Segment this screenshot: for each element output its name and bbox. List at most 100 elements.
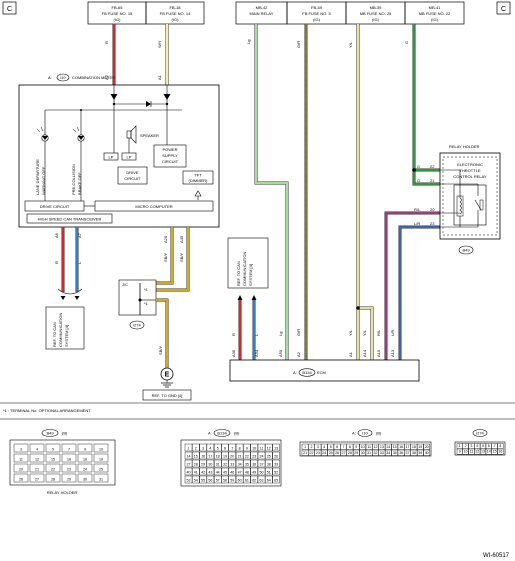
connector-pin: 13 [272,443,280,452]
connector-pin: 9 [243,443,251,452]
pin-number: 26 [335,451,339,455]
fuse-box-mb39: MB-39 MB FUSE NO. 25 (IG) [345,1,406,25]
connector-pin: 33 [228,459,237,468]
svg-text:CIRCUIT: CIRCUIT [124,176,141,181]
pin-number: 1 [304,445,306,449]
ref-can-box-meter: REF. TO CAN COMMUNICATION SYSTEM [4] [45,306,85,350]
pin-number: 14 [386,445,390,449]
svg-text:COMBINATION METER: COMBINATION METER [72,75,115,80]
connector-pin: 16 [497,448,504,455]
connector-view-b49: B49 (B) RELAY HOLDER [9,429,116,495]
svg-text:(B): (B) [376,431,382,436]
pin-number: 22 [51,468,55,472]
connector-pin: 10 [359,443,367,450]
connector-pin: 8 [346,443,354,450]
connector-pin: 30 [359,449,367,456]
connector-pin: 2 [308,443,315,450]
svg-text:RELAY HOLDER: RELAY HOLDER [449,144,480,149]
pin-number: 16 [201,455,205,459]
svg-text:(IG): (IG) [431,17,439,22]
connector-pin: 21 [29,463,45,473]
svg-text:i274: i274 [133,323,141,328]
svg-text:(IG): (IG) [313,17,321,22]
pin-number: 1 [459,444,461,448]
wire-ground-a40: A40 SB/Y [156,227,190,292]
pin-number: 58 [223,479,227,483]
pin-number: 10 [252,447,256,451]
connector-pin: 52 [272,467,280,476]
connector-pin: 23 [250,451,258,460]
connector-pin: 57 [213,475,222,484]
svg-text:i10: i10 [362,431,368,436]
pin-number: 16 [399,445,403,449]
pin-number: 24 [83,468,87,472]
svg-text:Y/L: Y/L [348,41,353,48]
pin-number: 45 [223,471,227,475]
svg-text:LP: LP [127,155,132,160]
connector-pin: 65 [272,475,280,484]
svg-text:*1: *1 [144,287,149,292]
svg-text:L/R: L/R [390,330,395,336]
ecm-module: A: B134 ECM [229,359,420,382]
led-icon [36,109,81,150]
svg-text:L: L [77,261,82,264]
pin-number: 10 [361,445,365,449]
pin-number: 3 [470,444,472,448]
svg-text:G: G [417,164,420,169]
wire-white-yellow-meter-a1: W/Y A1 [157,24,169,85]
connector-callout-b49 [458,245,474,255]
connector-view-b134: A: B134 (B) [180,429,282,487]
wire-ground-out: SB/Y [156,298,169,368]
svg-text:SB/Y: SB/Y [158,346,163,355]
connector-pin: 27 [340,449,347,456]
connector-pin: 13 [480,448,487,455]
svg-text:A7: A7 [77,232,82,238]
connector-pin: 36 [250,459,258,468]
connector-pin: 15 [391,443,399,450]
pin-number: 14 [487,450,491,454]
wire-can-low-ecm: L A34 [252,300,259,360]
arrow-down-icon [74,296,80,300]
connector-pin: 4 [321,443,328,450]
connector-pin: 16 [61,453,77,463]
pin-number: 15 [393,445,397,449]
connector-pin: 64 [265,475,273,484]
footnote: *1 : TERMINAL No. OPTIONAL ARRANGEMENT [3,408,91,413]
corner-marker-left-label: C [7,6,12,13]
svg-text:J/C: J/C [122,282,128,287]
pin-number: 7 [68,448,70,452]
pin-number: 6 [488,444,490,448]
svg-text:B49: B49 [462,248,470,253]
pin-number: 27 [342,451,346,455]
svg-text:COMMUNICATION: COMMUNICATION [58,313,63,347]
svg-text:A:: A: [293,370,297,375]
connector-pin: 7 [491,443,498,449]
pin-number: 12 [475,450,479,454]
connector-pin: 63 [257,475,266,484]
connector-pin: 58 [221,475,229,484]
tft-dimmer [182,170,214,185]
connector-pin: 3 [468,443,475,449]
svg-text:CIRCUIT: CIRCUIT [162,159,179,164]
connector-pin: 31 [213,459,222,468]
connector-pin: 25 [93,463,109,473]
pin-number: 25 [99,468,103,472]
connector-pin: 14 [385,443,392,450]
connector-pin: 23 [314,449,322,456]
svg-text:MB FUSE NO. 25: MB FUSE NO. 25 [360,11,392,16]
svg-text:A6: A6 [54,232,59,238]
svg-text:22: 22 [430,164,435,169]
pin-number: 29 [67,478,71,482]
connector-callout-i274 [129,320,145,330]
pin-number: 12 [267,447,271,451]
wire-green-relay: G G 22 G 21 [404,24,440,186]
pin-number: 2 [195,447,197,451]
connector-pin: 6 [221,443,229,452]
connector-pin: 19 [417,443,424,450]
figure-id: WI-60517 [483,553,510,559]
drive-circuit-upper [117,166,148,185]
connector-pin: 25 [265,451,273,460]
svg-text:L/R: L/R [414,221,420,226]
svg-text:R/L: R/L [414,207,421,212]
connector-pin: 61 [243,475,251,484]
